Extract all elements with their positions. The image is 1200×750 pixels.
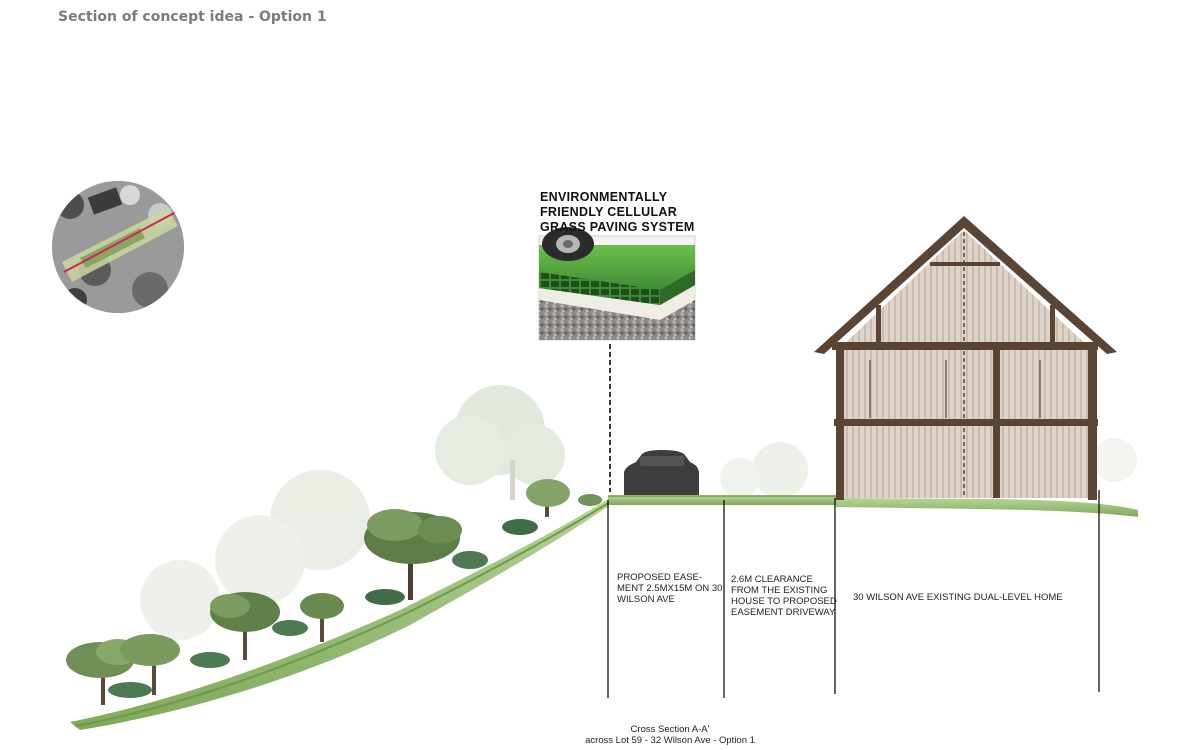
slope-vegetation xyxy=(66,479,602,705)
callout-title-line: ENVIRONMENTALLY xyxy=(540,190,668,204)
existing-house xyxy=(814,216,1117,500)
caption-line: across Lot 59 - 32 Wilson Ave - Option 1 xyxy=(585,735,755,746)
easement-zone-label: PROPOSED EASE- MENT 2.5MX15M ON 30 WILSO… xyxy=(617,572,723,605)
background-trees xyxy=(140,385,1137,640)
section-divider-lines xyxy=(607,490,1100,698)
tree xyxy=(300,593,344,642)
callout-title-line: FRIENDLY CELLULAR xyxy=(540,205,678,219)
tree xyxy=(364,509,462,600)
home-zone-label: 30 WILSON AVE EXISTING DUAL-LEVEL HOME xyxy=(853,592,1063,603)
grass-paving-image xyxy=(538,227,696,341)
callout-title-line: GRASS PAVING SYSTEM xyxy=(540,220,695,234)
shrubs xyxy=(108,494,602,698)
section-caption: Cross Section A-A' across Lot 59 - 32 Wi… xyxy=(520,724,820,746)
tree xyxy=(120,634,180,695)
paving-callout-title: ENVIRONMENTALLY FRIENDLY CELLULAR GRASS … xyxy=(540,190,720,235)
driveway-ground xyxy=(608,495,1138,517)
aerial-locator-map xyxy=(52,181,184,313)
car-silhouette xyxy=(624,450,699,495)
caption-line: Cross Section A-A' xyxy=(630,724,710,735)
sloped-bank xyxy=(70,498,611,730)
tree xyxy=(210,592,280,660)
page-title: Section of concept idea - Option 1 xyxy=(58,9,327,25)
clearance-zone-label: 2.6M CLEARANCE FROM THE EXISTING HOUSE T… xyxy=(731,574,837,618)
tree xyxy=(526,479,570,517)
